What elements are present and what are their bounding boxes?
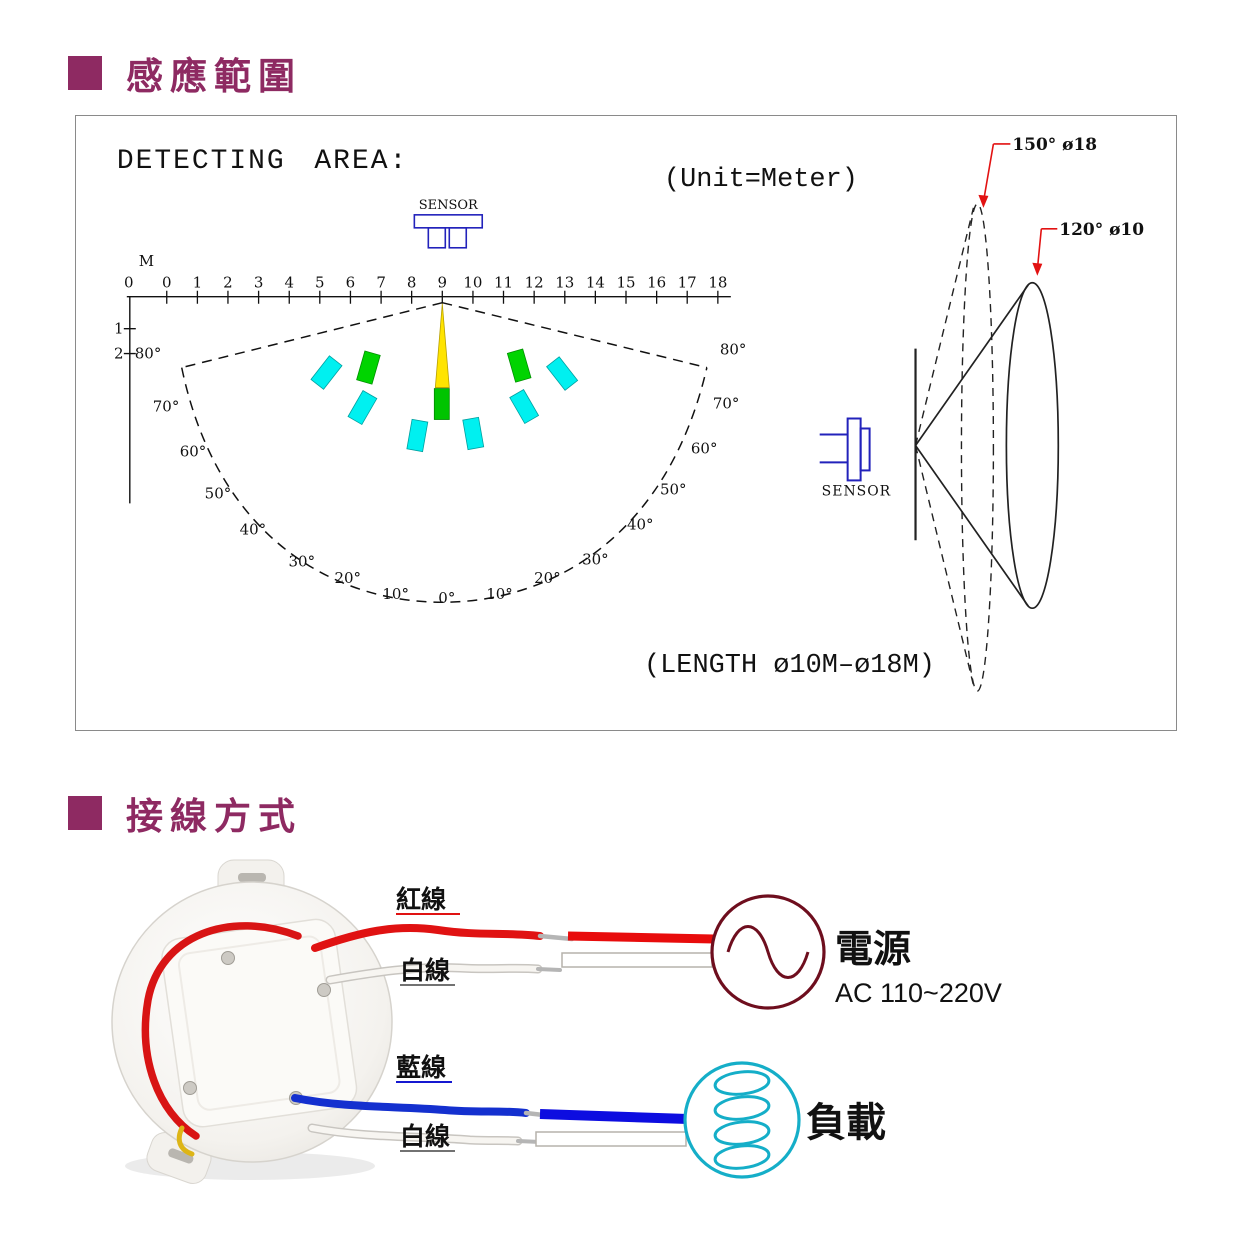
detecting-area-box: DETECTING AREA: (Unit=Meter) SENSOR M 0 … xyxy=(75,115,1177,731)
x-tick-label: 4 xyxy=(284,274,294,292)
sensor-side-icon xyxy=(819,417,871,482)
center-beam-block xyxy=(433,388,450,420)
x-tick-label: 11 xyxy=(494,274,513,292)
section-wiring-header: 接線方式 xyxy=(68,786,302,840)
angle-label-left: 10° xyxy=(382,585,409,603)
power-source-icon xyxy=(710,894,826,1010)
angle-label-left: 20° xyxy=(334,569,361,587)
blue-wire-label: 藍線 xyxy=(396,1053,446,1082)
angle-label-right: 30° xyxy=(582,550,609,568)
power-line-red xyxy=(567,931,715,944)
angle-label-left: 40° xyxy=(240,520,267,538)
angle-label-right: 40° xyxy=(627,515,654,533)
x-tick-label: 7 xyxy=(376,274,386,292)
angle-label-right: 80° xyxy=(720,341,747,359)
beam-120-label: 120° ø10 xyxy=(1059,220,1144,240)
sensor-device-photo xyxy=(111,859,393,1184)
x-tick-label: 0 xyxy=(162,274,172,292)
angle-label-right: 70° xyxy=(713,395,740,413)
angle-label-left: 30° xyxy=(289,552,316,570)
unit-label: (Unit=Meter) xyxy=(664,165,858,195)
x-tick-label: 15 xyxy=(616,274,635,292)
x-tick-label: 17 xyxy=(678,274,697,292)
section-bullet-icon xyxy=(68,796,102,830)
section-sensing-header: 感應範圍 xyxy=(68,46,302,100)
section-sensing-title: 感應範圍 xyxy=(126,56,302,97)
section-wiring-title: 接線方式 xyxy=(126,796,302,837)
angle-label-right: 10° xyxy=(486,585,513,603)
x-tick-label: 16 xyxy=(647,274,666,292)
section-bullet-icon xyxy=(68,56,102,90)
power-title: 電源 xyxy=(835,929,911,971)
sensor-icon xyxy=(413,214,484,249)
arrow-icon xyxy=(978,194,989,208)
ruler-axis xyxy=(123,296,731,504)
x-tick-label: 18 xyxy=(708,274,727,292)
angle-label-left: 60° xyxy=(180,442,207,460)
load-coil-icon xyxy=(683,1061,801,1179)
angle-label-right: 60° xyxy=(691,439,718,457)
side-view: 150° ø18 120° ø10 SENSOR xyxy=(819,135,1144,692)
angle-label-left: 70° xyxy=(153,398,180,416)
white-wire-top xyxy=(325,963,562,985)
angle-label-left: 50° xyxy=(205,484,232,502)
x-tick-label: 2 xyxy=(223,274,233,292)
red-wire-label: 紅線 xyxy=(396,885,446,914)
x-tick-label: 6 xyxy=(346,274,356,292)
sensor-side-label: SENSOR xyxy=(822,483,892,499)
power-line-white xyxy=(561,952,713,968)
angle-label-right: 50° xyxy=(660,480,687,498)
detection-fan xyxy=(180,301,708,603)
wiring-svg: 紅線 白線 藍線 白線 電源 AC 110~220V xyxy=(111,859,1002,1184)
x-tick-label: 5 xyxy=(315,274,325,292)
load-line-blue xyxy=(539,1109,689,1124)
beam-150-label: 150° ø18 xyxy=(1012,135,1097,155)
x-tick-label: 14 xyxy=(586,274,605,292)
load-line-white xyxy=(535,1131,687,1147)
load-title: 負載 xyxy=(806,1101,886,1145)
angle-label-right: 20° xyxy=(534,569,561,587)
x-tick-label: 8 xyxy=(407,274,417,292)
y-tick-label: 2 xyxy=(114,345,124,363)
x-tick-label: 12 xyxy=(525,274,544,292)
x-tick-label: 13 xyxy=(555,274,574,292)
white-wire-bottom-label: 白線 xyxy=(400,1122,450,1151)
detection-zone-blocks xyxy=(310,348,579,453)
detecting-area-diagram: DETECTING AREA: (Unit=Meter) SENSOR M 0 … xyxy=(114,135,1144,692)
angle-label-zero: 0° xyxy=(438,589,455,607)
wiring-diagram: 紅線 白線 藍線 白線 電源 AC 110~220V xyxy=(0,840,1250,1250)
center-beam xyxy=(434,303,450,388)
detecting-area-title: DETECTING AREA: xyxy=(117,146,408,177)
red-wire xyxy=(311,924,575,952)
arrow-icon xyxy=(1032,262,1043,276)
white-wire-top-label: 白線 xyxy=(400,956,450,985)
length-label: (LENGTH ø10M–ø18M) xyxy=(644,651,935,681)
ruler-tick-marks xyxy=(166,290,719,304)
power-spec: AC 110~220V xyxy=(835,978,1002,1008)
sensor-top-label: SENSOR xyxy=(419,198,479,213)
x-tick-label: 1 xyxy=(193,274,203,292)
x-tick-label: 10 xyxy=(463,274,482,292)
x-tick-label: 3 xyxy=(254,274,264,292)
y-tick-label: 1 xyxy=(114,320,124,338)
angle-label-left: 80° xyxy=(135,345,162,363)
meter-axis-label: M xyxy=(139,252,154,270)
axis-zero-label: 0 xyxy=(124,274,134,292)
x-tick-label: 9 xyxy=(438,274,448,292)
